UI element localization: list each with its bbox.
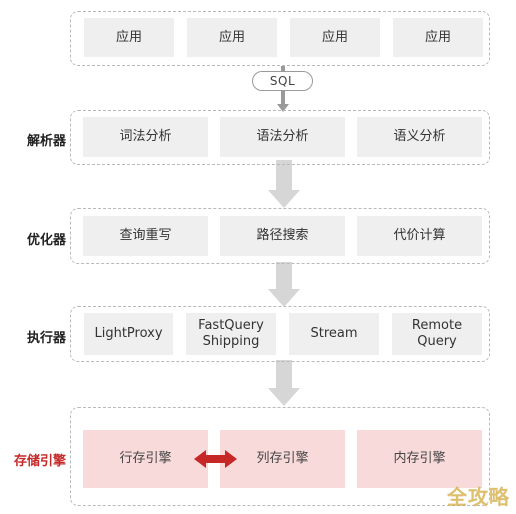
executor-box-lightproxy: LightProxy: [84, 313, 173, 355]
parser-box-lexical: 词法分析: [83, 117, 208, 157]
executor-box-fastquery-line1: FastQuery: [198, 318, 264, 333]
optimizer-box-cost: 代价计算: [357, 216, 482, 256]
executor-box-lightproxy-line1: LightProxy: [94, 326, 163, 341]
parser-label: 解析器: [26, 134, 66, 149]
executor-box-remotequery-line2: Query: [417, 334, 457, 349]
executor-box-stream: Stream: [289, 313, 379, 355]
flow-arrow-parser-optimizer: [268, 160, 300, 208]
executor-box-fastquery-line2: Shipping: [202, 334, 260, 349]
sql-label: SQL: [252, 71, 313, 91]
storage-lane: [70, 407, 490, 506]
watermark: 全攻略: [447, 485, 510, 509]
executor-box-fastquery: FastQuery Shipping: [186, 313, 276, 355]
optimizer-box-rewrite: 查询重写: [83, 216, 208, 256]
executor-box-remotequery-line1: Remote: [411, 318, 463, 333]
executor-lane: [70, 306, 490, 362]
storage-box-memory: 内存引擎: [357, 430, 482, 488]
executor-label: 执行器: [26, 331, 66, 346]
storage-box-row: 行存引擎: [83, 430, 208, 488]
app-lane: [70, 11, 490, 66]
app-box-3: 应用: [290, 18, 380, 57]
optimizer-label: 优化器: [26, 233, 66, 248]
parser-box-syntax: 语法分析: [220, 117, 345, 157]
app-box-2: 应用: [187, 18, 277, 57]
storage-label: 存储引擎: [13, 454, 66, 469]
executor-box-remotequery: Remote Query: [392, 313, 482, 355]
executor-box-stream-line1: Stream: [310, 326, 358, 341]
storage-box-column: 列存引擎: [220, 430, 345, 488]
optimizer-lane: [70, 208, 490, 264]
app-box-4: 应用: [393, 18, 483, 57]
flow-arrow-optimizer-executor: [268, 262, 300, 307]
flow-arrow-sql-parser: [277, 91, 289, 112]
optimizer-box-path-search: 路径搜索: [220, 216, 345, 256]
flow-arrow-executor-storage: [268, 360, 300, 406]
parser-lane: [70, 110, 490, 165]
parser-box-semantic: 语义分析: [357, 117, 482, 157]
app-box-1: 应用: [84, 18, 174, 57]
